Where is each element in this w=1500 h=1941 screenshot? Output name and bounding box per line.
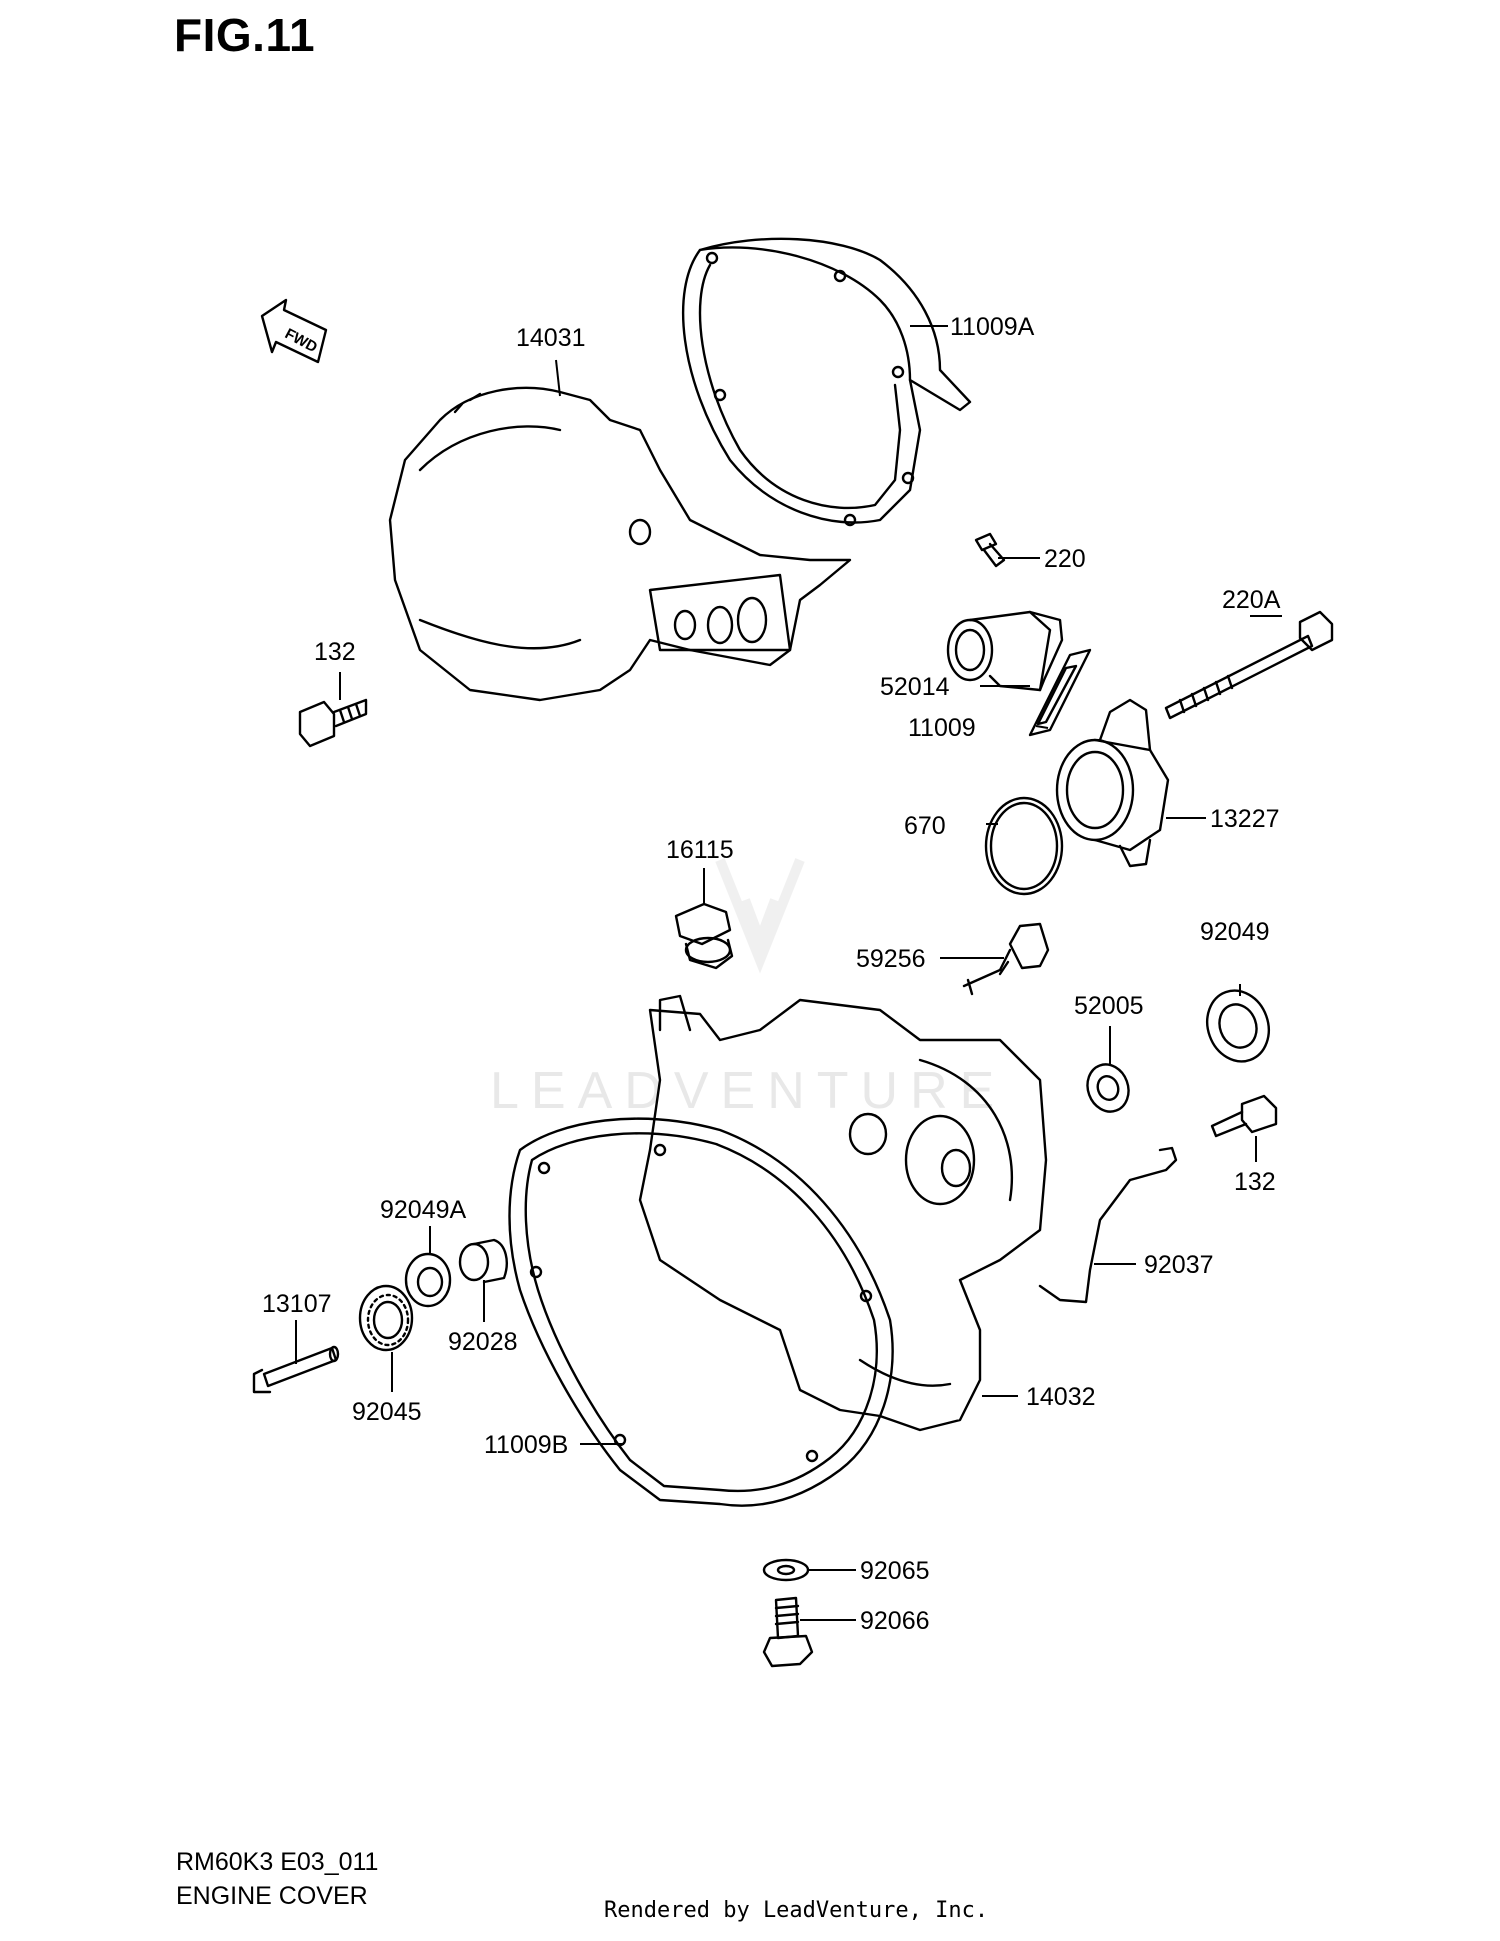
callout-220A: 220A [1222,586,1281,614]
part-gasket-11009B [508,1117,894,1507]
callout-14031: 14031 [516,324,586,352]
callout-59256: 59256 [856,945,926,973]
part-clamp-92037 [1038,1146,1178,1304]
callout-11009A: 11009A [950,313,1035,341]
part-bearing-52005 [1086,1063,1130,1113]
callout-13107: 13107 [262,1290,332,1318]
callout-670: 670 [904,812,946,840]
part-pipe-elbow-52014 [946,610,1064,692]
callout-92049: 92049 [1200,918,1270,946]
callout-11009: 11009 [908,714,976,742]
part-gasket-11009A [681,237,972,527]
callout-220: 220 [1044,545,1086,573]
callout-92049A: 92049A [380,1196,467,1224]
callout-16115: 16115 [666,836,734,864]
fwd-label: FWD [282,325,320,356]
part-inner-cover-14032 [638,994,1048,1432]
part-screw-220 [974,532,1006,568]
callout-92045: 92045 [352,1398,422,1426]
watermark-text: LEADVENTURE [490,1062,1006,1120]
model-code-label: RM60K3 E03_011 [176,1848,379,1876]
part-washer-92065 [762,1558,810,1582]
part-oil-seal-92049 [1206,989,1270,1063]
part-bush-92028 [458,1238,508,1284]
callout-132-top: 132 [314,638,356,666]
part-bolt-132-top [298,698,368,748]
render-credit-label: Rendered by LeadVenture, Inc. [604,1898,989,1923]
leader-lines [295,325,1282,1621]
callout-11009B: 11009B [484,1431,568,1459]
callout-92037: 92037 [1144,1251,1214,1279]
part-outer-cover-14031 [388,386,852,702]
callout-92028: 92028 [448,1328,518,1356]
part-bolt-92066 [762,1596,814,1668]
callout-13227: 13227 [1210,805,1280,833]
section-name-label: ENGINE COVER [176,1882,368,1910]
part-oil-seal-92049A [404,1252,452,1308]
part-bleed-bolt-59256 [962,922,1050,996]
callout-92066: 92066 [860,1607,930,1635]
leadventure-watermark: LEADVENTURE [490,858,1006,1120]
part-small-gasket-11009 [1028,648,1092,737]
part-housing-13227 [1055,698,1170,868]
part-shaft-13107 [252,1345,340,1394]
figure-title: FIG.11 [174,9,316,61]
callout-14032: 14032 [1026,1383,1096,1411]
part-bolt-132-right [1210,1094,1278,1138]
callout-92065: 92065 [860,1557,930,1585]
part-long-bolt-220A [1164,610,1334,720]
callout-52014: 52014 [880,673,950,701]
fwd-direction-arrow: FWD [260,298,328,364]
part-bearing-92045 [358,1284,414,1352]
part-oring-670 [984,796,1064,896]
part-plug-16115 [674,902,734,970]
callout-52005: 52005 [1074,992,1144,1020]
callout-132-right: 132 [1234,1168,1276,1196]
